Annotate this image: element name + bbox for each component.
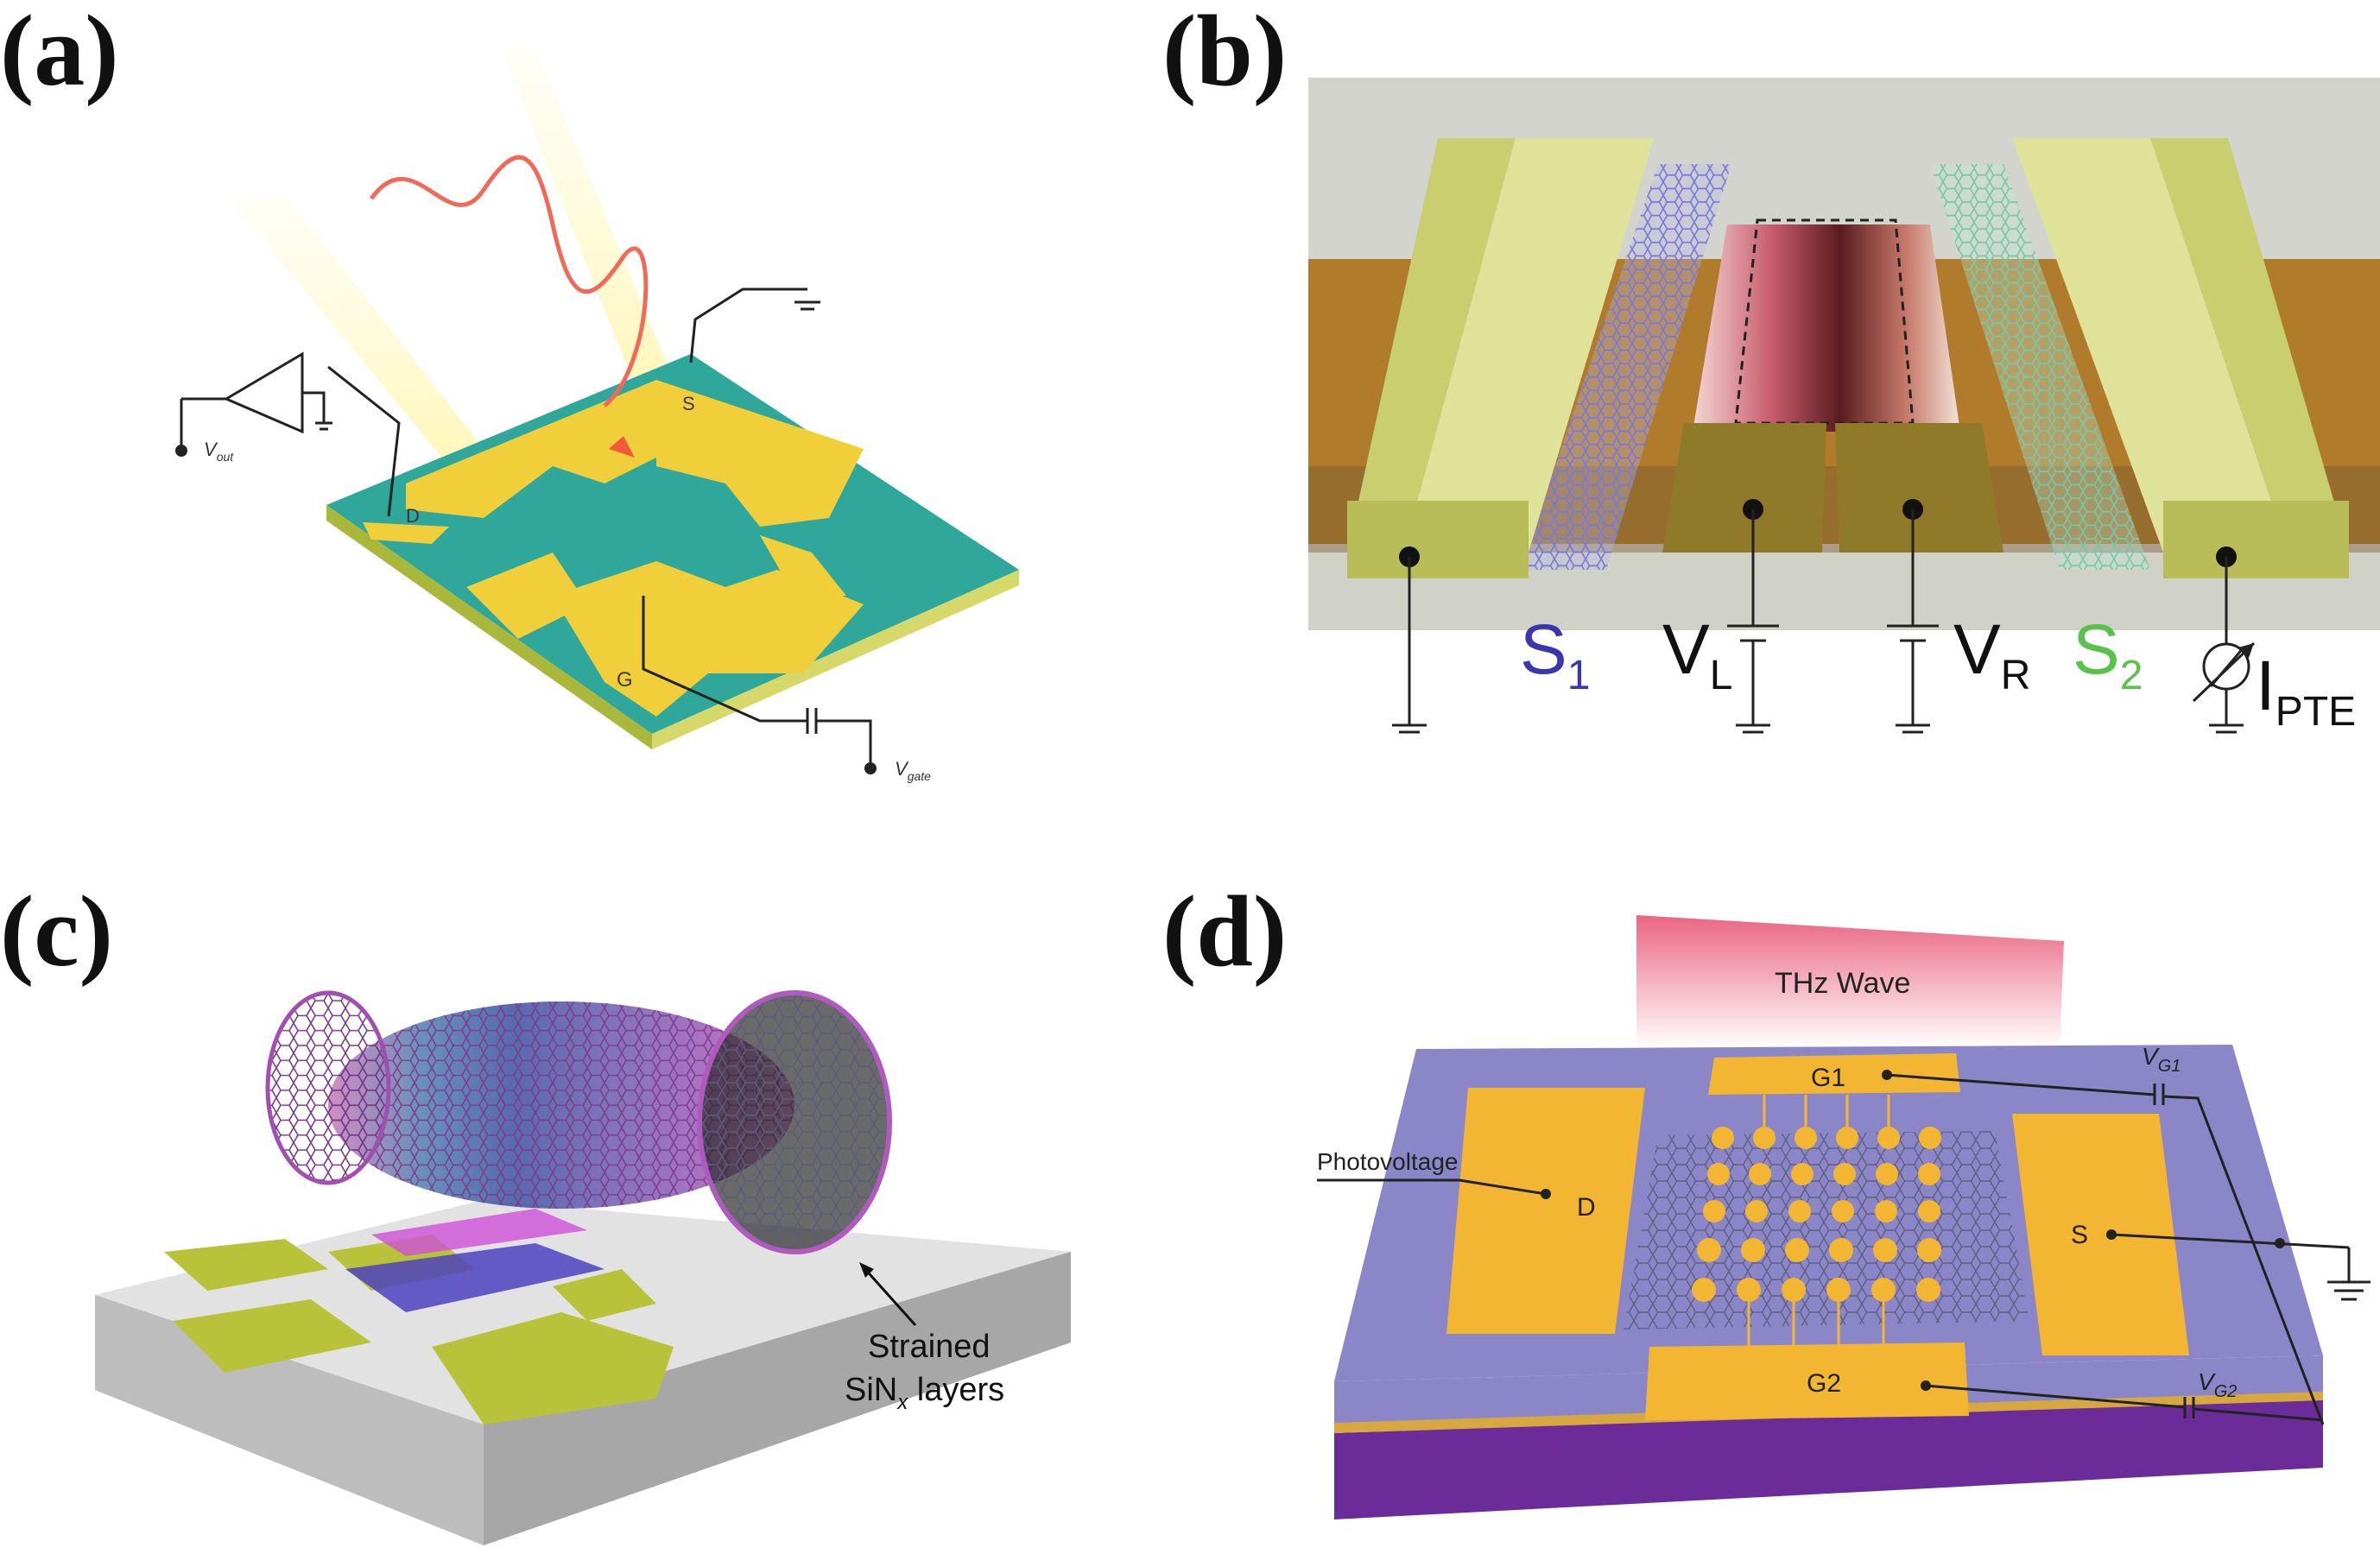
photovoltage-label: Photovoltage	[1317, 1148, 1458, 1175]
electrode-c4	[432, 1312, 674, 1424]
panel-label-b: (b)	[1162, 0, 1288, 107]
panel-d-diagram: THz Wave G1 G2 D S Photovoltage	[1317, 915, 2371, 1519]
heated-channel	[1693, 224, 1960, 432]
circuit-lines-d	[1317, 1073, 2371, 1425]
gate-right	[1835, 423, 2003, 553]
light-beam-left	[233, 194, 484, 466]
vout-terminal-dot	[175, 445, 187, 457]
s2-label: S2	[2073, 610, 2143, 698]
graphene-lattice-d	[1624, 1131, 2029, 1330]
g1-dot	[1882, 1070, 1892, 1080]
gate-left	[1662, 423, 1826, 553]
junction-dot	[2275, 1238, 2285, 1248]
incident-radiation-wave	[369, 155, 649, 407]
dot-array	[1692, 1127, 1941, 1302]
g2-dot	[1921, 1380, 1931, 1391]
annotation-line1: Strained	[868, 1329, 991, 1365]
panel-label-d: (d)	[1162, 875, 1288, 988]
tube-back	[265, 990, 391, 1185]
graphene-sheet-flat	[371, 1209, 587, 1256]
source-label: S	[682, 393, 695, 414]
channel-strip	[345, 1243, 604, 1312]
electrode-c5	[553, 1269, 656, 1321]
s-dot	[2106, 1229, 2117, 1240]
annotation-arrow-line	[862, 1266, 917, 1327]
panel-label-c: (c)	[0, 875, 113, 988]
light-beam-right	[501, 47, 674, 397]
vr-label: VR	[1953, 610, 2030, 698]
s-label: S	[2071, 1221, 2088, 1249]
thz-beam	[1636, 915, 2064, 1049]
ipte-label: IPTE	[2256, 647, 2356, 735]
vg2-label: VG2	[2198, 1368, 2237, 1401]
radiation-arrowhead	[609, 436, 635, 458]
contact-bar-right-front	[2163, 501, 2349, 578]
vgate-label: Vgate	[895, 758, 931, 783]
g2-label: G2	[1807, 1369, 1841, 1398]
g1-label: G1	[1811, 1064, 1845, 1092]
contact-bar-left	[1347, 138, 1516, 553]
pad-g1	[1708, 1053, 1960, 1095]
vg1-label: VG1	[2142, 1043, 2181, 1076]
drain-label: D	[406, 505, 420, 527]
chip-side-left	[326, 505, 652, 749]
panel-label-a: (a)	[0, 0, 119, 107]
dot-connectors	[1747, 1095, 1890, 1347]
pad-g2	[1645, 1342, 1969, 1420]
graphene-s1	[1520, 164, 1731, 570]
pad-d	[1446, 1088, 1645, 1334]
meter-arrowhead	[2238, 643, 2254, 658]
annotation-arrowhead	[859, 1262, 874, 1278]
vl-label: VL	[1662, 610, 1732, 698]
circuit-lines-a	[180, 287, 872, 768]
d-label: D	[1577, 1193, 1596, 1222]
pad-s	[2012, 1114, 2189, 1355]
annotation-line2: SiNx layers	[845, 1372, 1004, 1414]
contact-bar-left-front	[1347, 501, 1529, 578]
electrode-c3	[173, 1299, 371, 1373]
contact-bar-right	[2150, 138, 2349, 553]
contact-bar-left-top	[1403, 138, 1654, 553]
panel-a-diagram: S D G Vout Vgate	[175, 47, 1019, 783]
photovoltage-dot	[1541, 1189, 1551, 1199]
thz-label: THz Wave	[1775, 967, 1910, 1000]
substrate-base	[1334, 1399, 2323, 1519]
vgate-terminal-dot	[864, 762, 877, 774]
gate-label: G	[617, 668, 633, 692]
antenna-electrodes	[363, 380, 864, 717]
graphene-s2	[1930, 164, 2150, 570]
electrode-c1	[164, 1239, 328, 1291]
panel-c-diagram: Strained SiNx layers	[95, 990, 1071, 1545]
vout-label: Vout	[204, 439, 234, 464]
panel-b-diagram: S1 VL VR S2 IPTE	[1308, 78, 2380, 735]
contact-bar-right-top	[2012, 138, 2288, 553]
s1-label: S1	[1520, 610, 1590, 698]
chip-side-right	[652, 570, 1019, 749]
